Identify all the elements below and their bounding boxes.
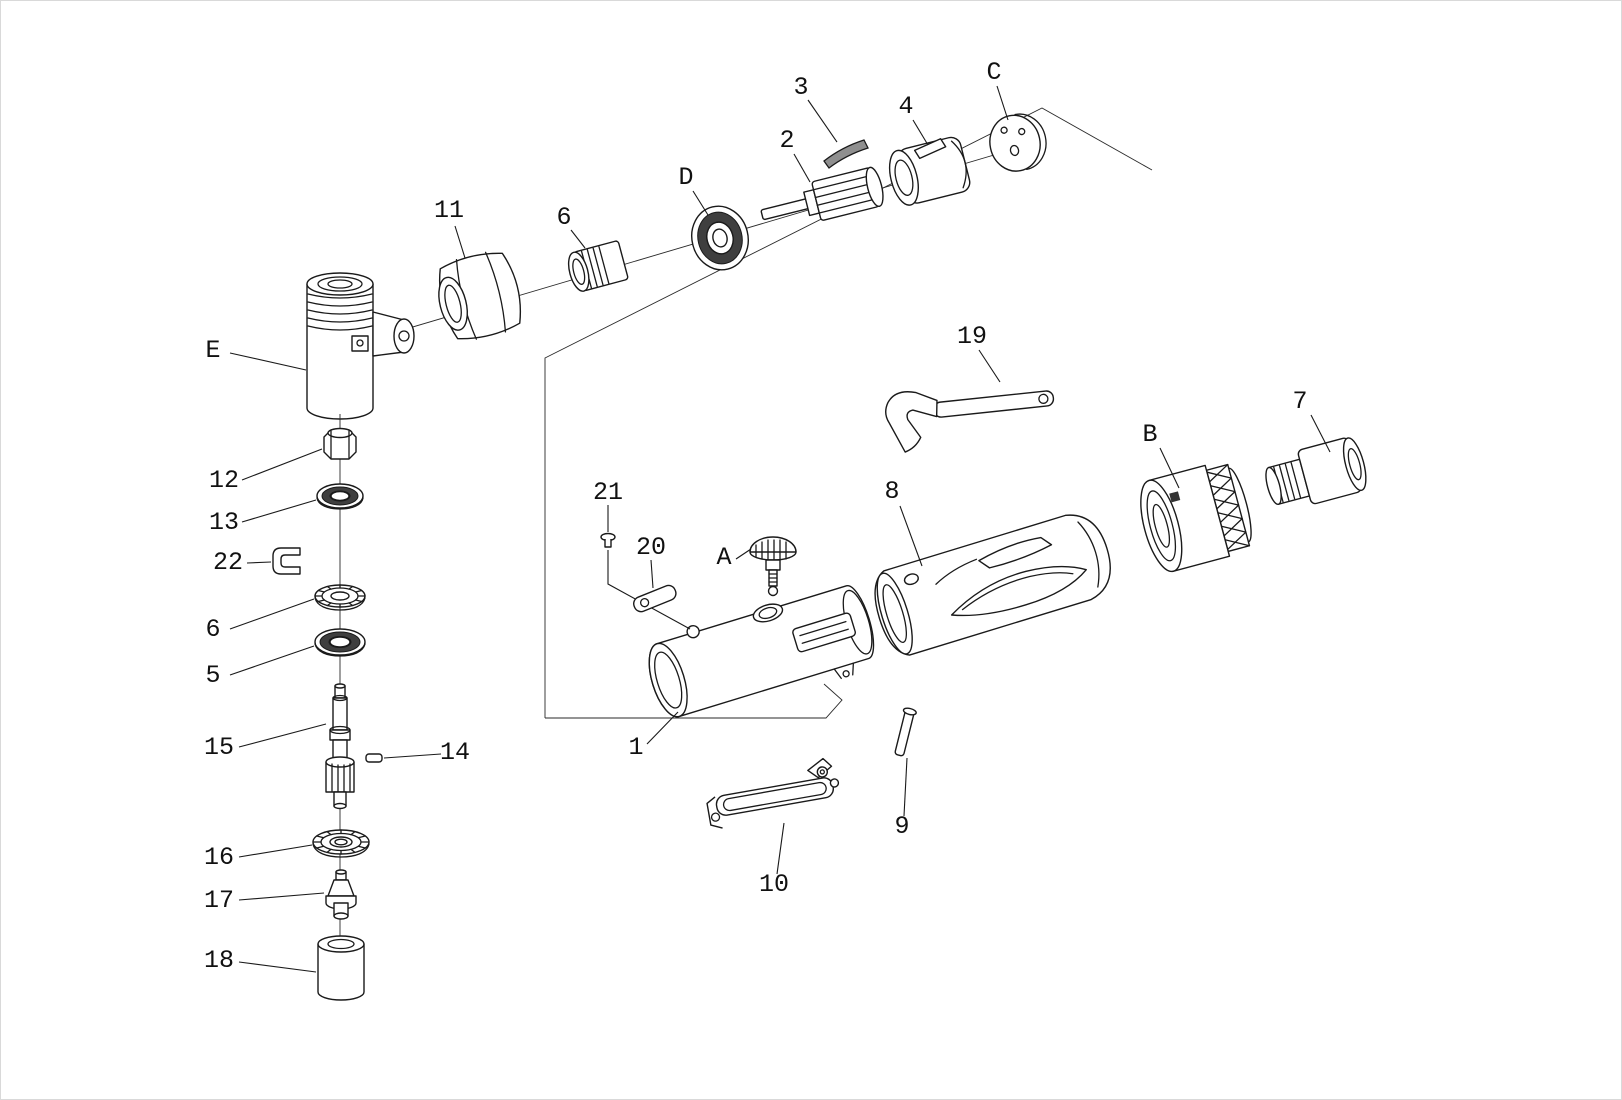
part-14-pin [365, 753, 383, 763]
part-22-key-clip [272, 547, 301, 575]
callout-4: 4 [898, 92, 913, 121]
part-18-gear-case [317, 935, 365, 1001]
leader-14 [383, 753, 442, 759]
part-20-valve-plate [633, 584, 677, 613]
callout-C: C [986, 58, 1001, 87]
callout-A: A [716, 543, 731, 572]
callout-3: 3 [793, 73, 808, 102]
leader-9 [903, 757, 908, 817]
leader-B [1159, 447, 1180, 489]
callout-10: 10 [759, 870, 789, 899]
part-E-angle-head-housing [306, 272, 415, 420]
part-19-wrench [885, 390, 1055, 453]
leader-10 [776, 822, 785, 875]
callout-6-left: 6 [205, 615, 220, 644]
leader-1 [646, 711, 679, 745]
callout-5: 5 [205, 661, 220, 690]
callout-13: 13 [209, 508, 239, 537]
part-C-end-plate [989, 113, 1047, 172]
main-assembly [600, 390, 1367, 829]
part-11-collet-nut [438, 251, 522, 340]
callout-20: 20 [636, 533, 666, 562]
callout-E: E [205, 336, 220, 365]
leader-C [996, 85, 1009, 121]
leader-17 [238, 892, 325, 901]
part-16-bevel-gear [312, 829, 370, 858]
part-B-rear-cap [1140, 463, 1252, 573]
callout-14: 14 [440, 738, 470, 767]
part-13-bearing [316, 483, 364, 510]
leader-3 [807, 99, 838, 143]
callout-D: D [678, 163, 693, 192]
callout-8: 8 [884, 477, 899, 506]
leader-8 [899, 505, 923, 567]
assembly-line-21 [607, 550, 691, 630]
callouts: 3 C 4 2 D 6 11 E 12 13 22 6 5 15 14 16 1 [204, 58, 1331, 975]
part-15-spindle-shaft [325, 683, 355, 810]
part-8-grip-shell [874, 514, 1111, 656]
callout-16: 16 [204, 843, 234, 872]
callout-2: 2 [779, 126, 794, 155]
callout-18: 18 [204, 946, 234, 975]
part-A-regulator-knob [749, 536, 797, 597]
leader-13 [241, 499, 317, 523]
leader-22 [246, 561, 272, 564]
part-21-set-screw [600, 532, 616, 548]
leader-16 [238, 844, 313, 858]
callout-9: 9 [894, 812, 909, 841]
leader-A [735, 548, 752, 560]
leader-15 [238, 723, 327, 748]
part-5-bearing [314, 628, 366, 657]
callout-12: 12 [209, 466, 239, 495]
callout-11: 11 [434, 196, 464, 225]
leader-19 [978, 349, 1001, 383]
cap-index-mark [1169, 491, 1181, 503]
part-17-pinion [325, 869, 357, 920]
leader-18 [238, 961, 317, 973]
callout-1: 1 [628, 733, 643, 762]
callout-15: 15 [204, 733, 234, 762]
part-D-bearing [691, 205, 749, 271]
part-12-spindle-nut [323, 427, 357, 460]
callout-6-top: 6 [556, 203, 571, 232]
part-6-lock-washer [314, 584, 366, 611]
leader-6-top [570, 229, 586, 249]
callout-21: 21 [593, 478, 623, 507]
part-4-cylinder [888, 136, 971, 206]
callout-7: 7 [1292, 387, 1307, 416]
part-3-rotor-vane [823, 139, 869, 169]
leader-D [692, 190, 709, 216]
part-7-inlet-bushing [1265, 437, 1367, 506]
callout-B: B [1142, 420, 1157, 449]
leader-5 [229, 645, 315, 676]
leader-6-left [229, 598, 315, 630]
leader-11 [454, 225, 466, 259]
leader-E [229, 352, 307, 371]
construction-lines [544, 107, 1153, 719]
callout-17: 17 [204, 886, 234, 915]
section-base-line [545, 683, 843, 719]
leader-4 [912, 119, 929, 146]
callout-22: 22 [213, 548, 243, 577]
leader-20 [650, 559, 654, 589]
part-2-rotor [760, 166, 884, 221]
leader-7 [1310, 414, 1331, 453]
left-stack [272, 414, 383, 1001]
part-10-throttle-lever [706, 757, 840, 829]
part-1-motor-housing [648, 584, 875, 718]
top-assembly [306, 113, 1047, 420]
leader-2 [793, 153, 811, 183]
part-6-spline-sleeve [567, 240, 629, 292]
section-plane-line [544, 107, 1153, 718]
callout-19: 19 [957, 322, 987, 351]
part-9-pivot-pin [894, 707, 917, 757]
leader-12 [241, 448, 323, 481]
